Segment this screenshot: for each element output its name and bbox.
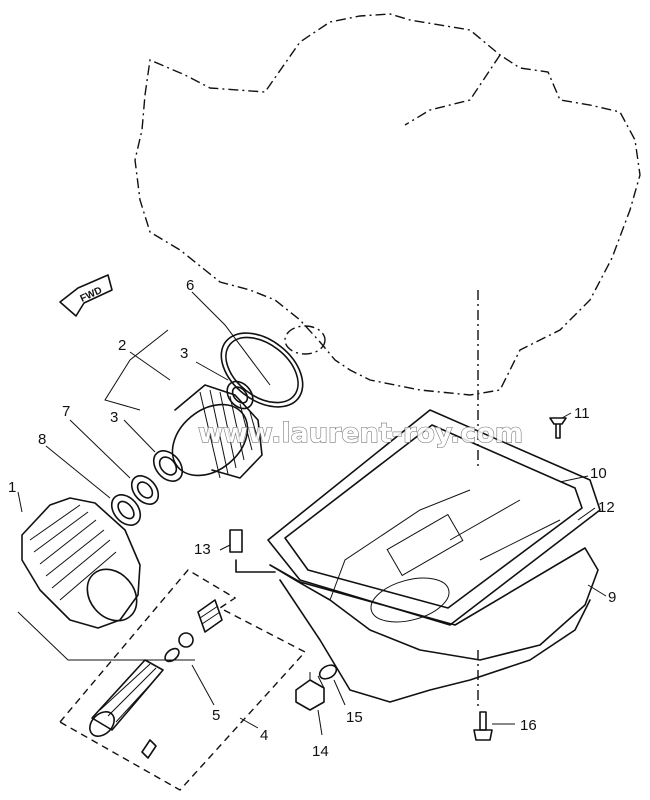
- leader-15: [333, 679, 346, 706]
- leader-10: [559, 475, 589, 483]
- callout-5: 5: [212, 707, 220, 724]
- callout-14: 14: [312, 743, 329, 760]
- leader-14: [317, 709, 323, 736]
- leader-2: [104, 329, 171, 411]
- washer-5: [164, 647, 180, 663]
- callout-16: 16: [520, 717, 537, 734]
- callout-11: 11: [574, 405, 590, 422]
- oil-pan-9: [269, 489, 599, 703]
- leader-12: [577, 507, 596, 521]
- leader-5: [191, 664, 215, 706]
- washer-7: [130, 475, 160, 505]
- callout-13: 13: [194, 541, 211, 558]
- engine-inner-line: [404, 54, 501, 126]
- callout-9: 9: [608, 589, 616, 606]
- oil-filter-1: [21, 497, 141, 629]
- callout-3-upper: 3: [180, 345, 188, 362]
- leader-1: [17, 491, 23, 513]
- callout-8: 8: [38, 431, 46, 448]
- leader-7: [69, 419, 131, 479]
- leader-3-lower: [123, 419, 156, 453]
- callout-2: 2: [118, 337, 126, 354]
- callout-12: 12: [598, 499, 615, 516]
- callout-7: 7: [62, 403, 70, 420]
- watermark-text: www.laurent-roy.com: [198, 418, 523, 449]
- leader-13: [219, 544, 231, 551]
- callout-4: 4: [260, 727, 268, 744]
- leader-8: [45, 445, 111, 499]
- oil-strainer-2: [171, 384, 263, 479]
- spring-washer-8: [110, 494, 142, 526]
- relief-valve-4: [89, 599, 223, 759]
- forward-arrow-icon: FWD: [59, 274, 113, 317]
- drain-plug-14: [295, 672, 325, 711]
- leader-1-bracket: [17, 611, 195, 661]
- callout-6: 6: [186, 277, 194, 294]
- bolt-16: [473, 711, 493, 741]
- fwd-label: FWD: [79, 285, 104, 305]
- callout-3-lower: 3: [110, 409, 118, 426]
- leader-4: [239, 717, 259, 729]
- check-ball: [178, 632, 194, 648]
- callout-1: 1: [8, 479, 16, 496]
- leader-9: [587, 584, 607, 597]
- leader-6: [191, 291, 271, 386]
- oil-filter-mount: [284, 325, 326, 355]
- relief-valve-group-box: [58, 569, 307, 791]
- leader-3-upper: [195, 361, 229, 381]
- screw-11: [549, 417, 567, 439]
- dowel-pin-13: [229, 529, 276, 573]
- o-ring-6: [220, 332, 304, 408]
- callout-10: 10: [590, 465, 607, 482]
- o-ring-3-upper: [226, 380, 254, 410]
- washer-15: [318, 664, 338, 680]
- gasket-10: [267, 409, 601, 626]
- leader-11: [561, 412, 572, 419]
- callout-15: 15: [346, 709, 363, 726]
- o-ring-3-lower: [152, 450, 184, 482]
- engine-outline: [134, 13, 641, 396]
